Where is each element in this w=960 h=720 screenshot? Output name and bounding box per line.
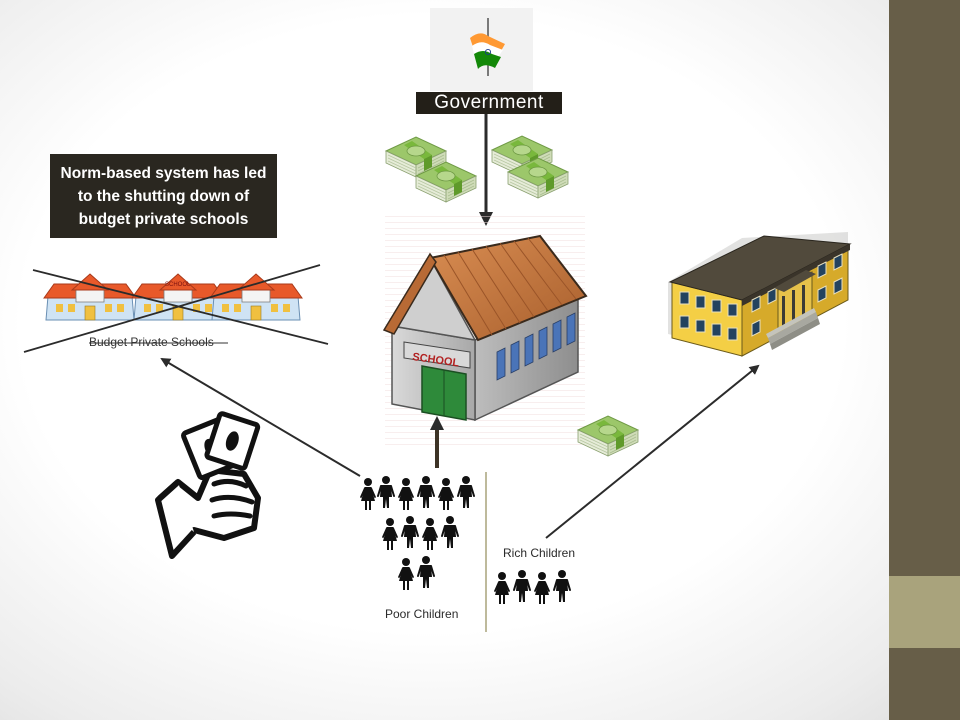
hand-with-money-icon — [155, 411, 261, 559]
rich-children-label: Rich Children — [503, 546, 576, 560]
mini-school-sign: SCHOOL — [165, 282, 191, 288]
arrow-rich-to-building — [545, 364, 760, 539]
arrow-to-budget-schools — [160, 357, 361, 477]
money-stack-icon — [385, 135, 569, 203]
callout-box: Norm-based system has led to the shuttin… — [50, 154, 277, 238]
sidebar-accent-block — [889, 576, 960, 648]
school-building-icon: SCHOOL — [382, 214, 588, 446]
big-building-icon — [668, 232, 852, 357]
cross-out-icon — [23, 264, 329, 353]
poor-children-group — [360, 475, 475, 591]
budget-schools-group: SCHOOL — [43, 273, 303, 321]
diagram-canvas: SCHOOL SCHOOL — [23, 8, 852, 632]
money-stack-icon — [577, 415, 639, 457]
callout-text: Norm-based system has led to the shuttin… — [60, 164, 267, 228]
poor-children-label: Poor Children — [385, 607, 459, 621]
budget-schools-label: Budget Private Schools — [89, 335, 214, 349]
government-label: Government — [416, 92, 562, 114]
flag-icon — [430, 8, 533, 91]
rich-children-group — [494, 569, 571, 605]
